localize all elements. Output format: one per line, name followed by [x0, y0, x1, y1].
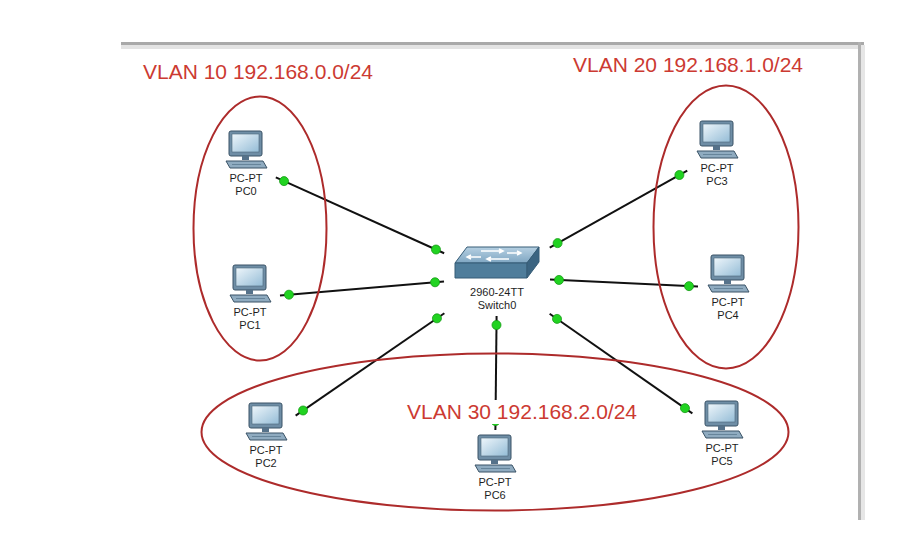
- link-status-light: [685, 282, 694, 291]
- pc-device: PC-PTPC4: [700, 252, 756, 324]
- device-model: PC-PT: [694, 162, 740, 175]
- switch-symbol: [455, 247, 539, 278]
- device-model: PC-PT: [243, 444, 289, 457]
- switch-icon: [451, 242, 543, 286]
- pc-symbol: [708, 255, 749, 292]
- pc-icon: [705, 254, 751, 296]
- device-model: PC-PT: [223, 172, 269, 185]
- device-model: 2960-24TT: [451, 286, 543, 299]
- switch-device: 2960-24TTSwitch0: [446, 240, 548, 314]
- network-link: [276, 177, 444, 253]
- pc-device: PC-PTPC6: [467, 432, 523, 504]
- link-status-light: [284, 290, 293, 299]
- pc-symbol: [475, 435, 516, 472]
- pc-icon: [227, 264, 273, 306]
- pc-device: PC-PTPC0: [218, 128, 274, 200]
- device-name: PC3: [694, 175, 740, 188]
- device-model: PC-PT: [227, 306, 273, 319]
- pc-symbol: [702, 401, 743, 438]
- device-name: PC6: [472, 489, 518, 502]
- vlan-group: VLAN 20 192.168.1.0/24PC-PTPC3PC-PTPC4: [652, 84, 800, 370]
- link-status-light: [492, 320, 501, 329]
- link-status-light: [431, 245, 440, 254]
- vlan-label: VLAN 30 192.168.2.0/24: [404, 400, 640, 424]
- vlan-ellipse-outline: [202, 354, 789, 511]
- link-status-light: [554, 275, 563, 284]
- vlan-label-holder: VLAN 20 192.168.1.0/24: [570, 53, 806, 77]
- link-status-light: [553, 314, 562, 323]
- pc-device: PC-PTPC1: [222, 262, 278, 334]
- vlan-ellipse-outline: [654, 86, 799, 369]
- vlan-label: VLAN 10 192.168.0.0/24: [140, 60, 376, 84]
- vlan-group: VLAN 30 192.168.2.0/24PC-PTPC2PC-PTPC6PC…: [200, 352, 790, 512]
- pc-icon: [472, 434, 518, 476]
- pc-device: PC-PTPC3: [689, 118, 745, 190]
- link-status-light: [431, 278, 440, 287]
- network-link: [550, 280, 698, 287]
- pc-symbol: [230, 265, 271, 302]
- vlan-label-holder: VLAN 30 192.168.2.0/24: [404, 400, 640, 424]
- device-model: PC-PT: [472, 476, 518, 489]
- pc-icon: [243, 402, 289, 444]
- network-link: [280, 282, 444, 296]
- device-name: Switch0: [451, 299, 543, 312]
- frame-shadow: [121, 45, 864, 49]
- device-name: PC0: [223, 185, 269, 198]
- link-status-light: [432, 314, 441, 323]
- vlan-label: VLAN 20 192.168.1.0/24: [570, 53, 806, 77]
- link-status-light: [299, 406, 308, 415]
- pc-icon: [694, 120, 740, 162]
- pc-icon: [223, 130, 269, 172]
- device-name: PC2: [243, 457, 289, 470]
- link-status-light: [680, 404, 689, 413]
- device-model: PC-PT: [699, 442, 745, 455]
- device-name: PC1: [227, 319, 273, 332]
- vlan-label-holder: VLAN 10 192.168.0.0/24: [140, 60, 376, 84]
- network-link: [550, 314, 693, 414]
- frame-edge: [858, 42, 861, 520]
- pc-symbol: [697, 121, 738, 158]
- device-name: PC4: [705, 309, 751, 322]
- pc-device: PC-PTPC5: [694, 398, 750, 470]
- device-model: PC-PT: [705, 296, 751, 309]
- link-status-light: [280, 177, 289, 186]
- network-link: [550, 171, 688, 248]
- link-status-light: [553, 239, 562, 248]
- vlan-group: VLAN 10 192.168.0.0/24PC-PTPC0PC-PTPC1: [192, 95, 328, 362]
- vlan-ellipse-outline: [194, 97, 327, 361]
- pc-symbol: [246, 403, 287, 440]
- frame-edge: [121, 42, 864, 45]
- pc-symbol: [226, 131, 267, 168]
- device-name: PC5: [699, 455, 745, 468]
- link-status-light: [675, 171, 684, 180]
- pc-device: PC-PTPC2: [238, 400, 294, 472]
- frame-shadow: [861, 45, 865, 520]
- pc-icon: [699, 400, 745, 442]
